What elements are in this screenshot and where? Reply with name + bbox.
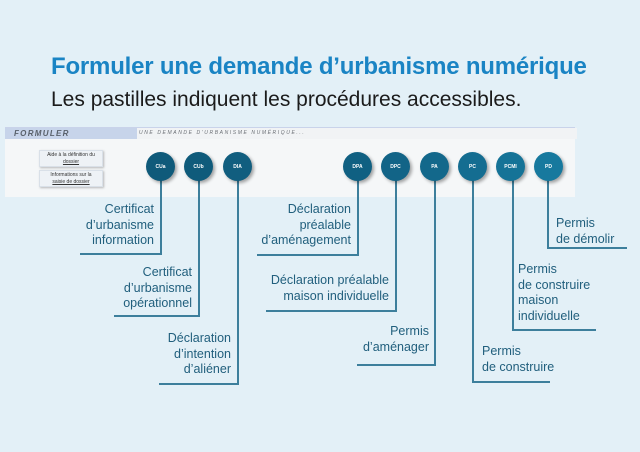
procedure-badge-cub[interactable]: CUb xyxy=(184,152,213,181)
connector-dpc-h xyxy=(266,310,397,312)
connector-cub xyxy=(198,178,200,317)
connector-dia-h xyxy=(159,383,239,385)
connector-dpc xyxy=(395,178,397,312)
procedure-badge-cua[interactable]: CUa xyxy=(146,152,175,181)
formuler-panel: FORMULER UNE DEMANDE D'URBANISME NUMÉRIQ… xyxy=(5,127,577,197)
connector-pa xyxy=(434,178,436,366)
page-subtitle: Les pastilles indiquent les procédures a… xyxy=(51,88,522,111)
label-pd: Permis de démolir xyxy=(556,216,615,246)
connector-pd-h xyxy=(547,247,627,249)
connector-pc xyxy=(472,178,474,383)
procedure-badge-dia[interactable]: DIA xyxy=(223,152,252,181)
procedure-badge-pa[interactable]: PA xyxy=(420,152,449,181)
help-definition-button[interactable]: Aide à la définition du dossier xyxy=(39,150,103,167)
label-cub: Certificat d’urbanisme opérationnel xyxy=(123,265,192,310)
label-pcmi: Permis de construire maison individuelle xyxy=(518,262,591,323)
button-line: saisie de dossier xyxy=(52,179,90,185)
button-line: Aide à la définition du xyxy=(47,152,95,158)
label-pa: Permis d’aménager xyxy=(362,324,429,354)
procedure-badge-dpc[interactable]: DPC xyxy=(381,152,410,181)
label-cua: Certificat d’urbanisme information xyxy=(85,202,154,247)
connector-cub-h xyxy=(114,315,200,317)
connector-pcmi xyxy=(512,178,514,331)
procedure-badge-pd[interactable]: PD xyxy=(534,152,563,181)
procedure-badge-pc[interactable]: PC xyxy=(458,152,487,181)
connector-cua xyxy=(160,178,162,255)
connector-dpa-h xyxy=(257,254,359,256)
label-dia: Déclaration d’intention d’aliéner xyxy=(167,331,231,376)
connector-dia xyxy=(237,178,239,385)
connector-pcmi-h xyxy=(512,329,596,331)
label-dpa: Déclaration préalable d’aménagement xyxy=(261,202,351,247)
button-line: dossier xyxy=(62,159,80,165)
connector-pd xyxy=(547,178,549,249)
button-line: Informations sur la xyxy=(50,172,92,178)
procedure-badge-pcmi[interactable]: PCMI xyxy=(496,152,525,181)
procedure-badge-dpa[interactable]: DPA xyxy=(343,152,372,181)
connector-cua-h xyxy=(80,253,162,255)
page-title: Formuler une demande d’urbanisme numériq… xyxy=(51,53,587,80)
label-dpc: Déclaration préalable maison individuell… xyxy=(270,273,389,303)
input-info-button[interactable]: Informations sur la saisie de dossier xyxy=(39,170,103,187)
section-label: FORMULER xyxy=(5,128,137,139)
connector-pc-h xyxy=(472,381,550,383)
connector-dpa xyxy=(357,178,359,256)
section-caption: UNE DEMANDE D'URBANISME NUMÉRIQUE... xyxy=(137,128,577,139)
label-pc: Permis de construire xyxy=(482,344,555,374)
connector-pa-h xyxy=(357,364,436,366)
